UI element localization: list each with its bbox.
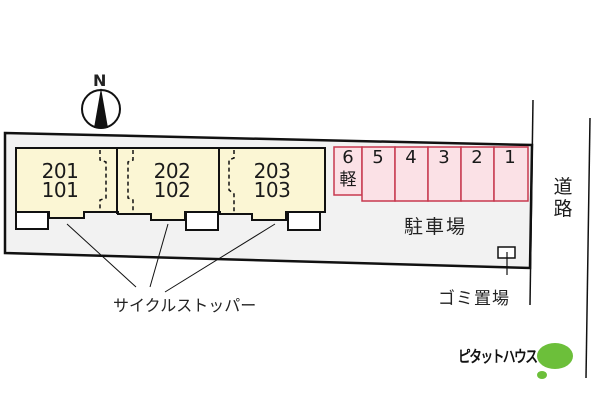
unit-103: 103 bbox=[253, 178, 291, 202]
road-label-bottom: 路 bbox=[553, 198, 573, 220]
unit-201: 201 bbox=[41, 159, 79, 183]
parking-slot-1: 1 bbox=[504, 147, 516, 168]
parking-slot-5: 5 bbox=[372, 147, 384, 168]
unit-202: 202 bbox=[153, 159, 191, 183]
road-edge-right bbox=[585, 117, 591, 379]
bicycle-stopper-1 bbox=[15, 211, 49, 230]
bicycle-stopper-label: サイクルストッパー bbox=[113, 296, 257, 315]
parking-slot-6: 6 bbox=[342, 147, 354, 168]
north-arrow-icon bbox=[81, 88, 121, 129]
parking-slot-2: 2 bbox=[471, 147, 483, 168]
bicycle-stopper-2 bbox=[185, 211, 219, 231]
road-edge-left bbox=[529, 99, 534, 306]
parking-slot-3: 3 bbox=[438, 147, 450, 168]
road-label-top: 道 bbox=[553, 176, 573, 198]
logo-text: ピタットハウス bbox=[458, 347, 538, 366]
unit-102: 102 bbox=[153, 178, 191, 202]
logo-icon bbox=[537, 343, 573, 379]
parking-area bbox=[333, 146, 529, 202]
parking-label: 駐車場 bbox=[404, 216, 468, 238]
garbage-label: ゴミ置場 bbox=[438, 289, 510, 309]
bicycle-stopper-3 bbox=[287, 211, 321, 231]
unit-203: 203 bbox=[253, 159, 291, 183]
parking-slot-4: 4 bbox=[405, 147, 417, 168]
unit-101: 101 bbox=[41, 178, 79, 202]
compass-label: N bbox=[93, 71, 107, 90]
parking-slot-6-note: 軽 bbox=[339, 170, 357, 190]
